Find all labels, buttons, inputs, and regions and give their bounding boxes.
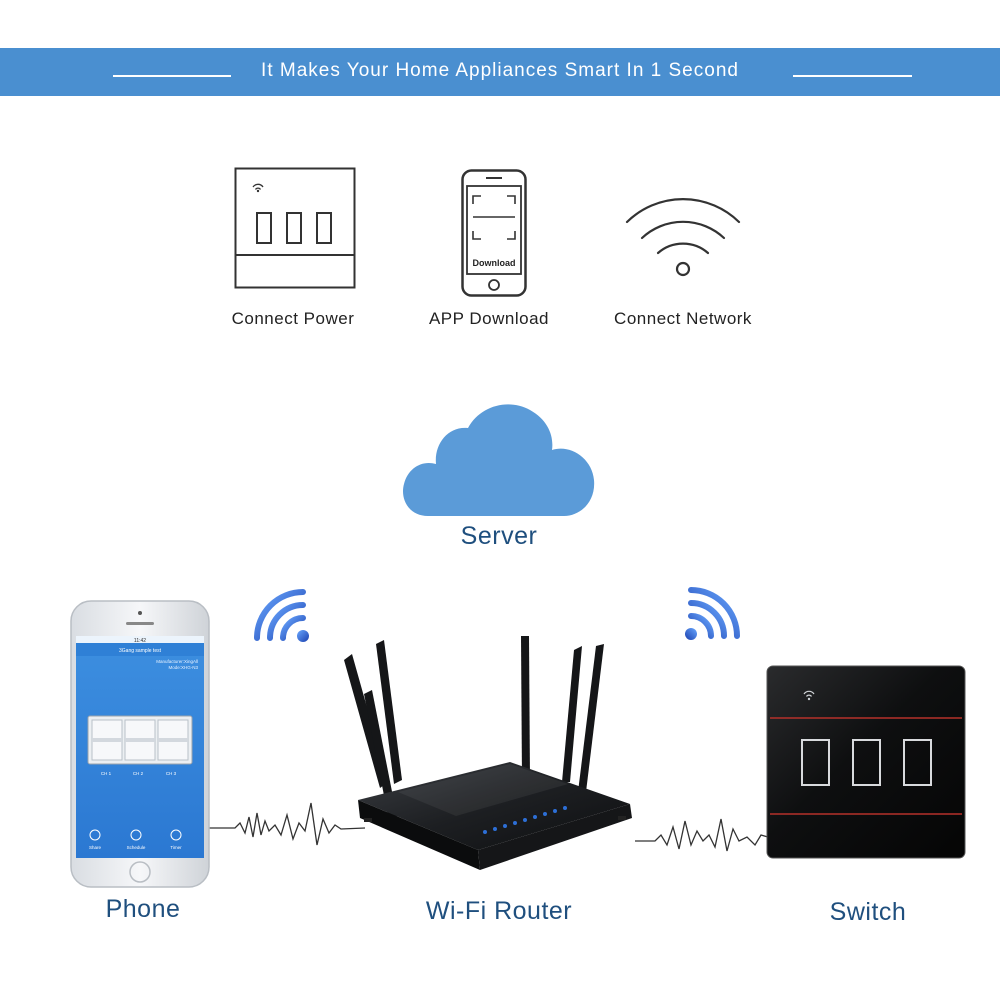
signal-wave-left (205, 802, 365, 846)
switch-label: Switch (829, 898, 907, 926)
phone-outline-icon: Download (461, 169, 527, 297)
cloud-icon (403, 404, 595, 516)
server-label: Server (460, 522, 538, 550)
switch-outline-icon (234, 167, 356, 289)
header-banner: It Makes Your Home Appliances Smart In 1… (0, 48, 1000, 96)
step-app-download-label: APP Download (428, 309, 550, 328)
phone-download-text: Download (473, 258, 516, 268)
smart-switch-panel (766, 665, 966, 859)
signal-wave-right (635, 818, 775, 852)
wifi-icon (625, 198, 741, 277)
phone-status-time: 11:42 (134, 638, 146, 644)
phone-label: Phone (105, 895, 181, 923)
step-connect-network-label: Connect Network (614, 309, 752, 328)
phone-info-line1: Manufacturer:XingAll (156, 659, 198, 664)
wifi-signal-icon (254, 589, 309, 642)
wifi-router (344, 636, 632, 870)
phone-channel-1: CH 1 (101, 771, 112, 776)
banner-title: It Makes Your Home Appliances Smart In 1… (261, 60, 739, 81)
phone-channel-3: CH 3 (166, 771, 177, 776)
wifi-signal-icon (685, 587, 740, 640)
banner-rule-left (113, 75, 231, 77)
step-connect-power-label: Connect Power (231, 309, 355, 328)
phone-info-line2: Mode:XHG-N3 (168, 665, 198, 670)
smartphone: 11:42 3Gang sample test Manufacturer:Xin… (70, 600, 210, 888)
phone-schedule-label: Schedule (127, 845, 146, 850)
phone-share-label: Share (89, 845, 102, 850)
phone-timer-label: Timer (170, 845, 182, 850)
phone-channel-2: CH 2 (133, 771, 144, 776)
phone-app-header: 3Gang sample test (119, 648, 162, 654)
banner-rule-right (793, 75, 912, 77)
router-label: Wi-Fi Router (425, 897, 573, 925)
